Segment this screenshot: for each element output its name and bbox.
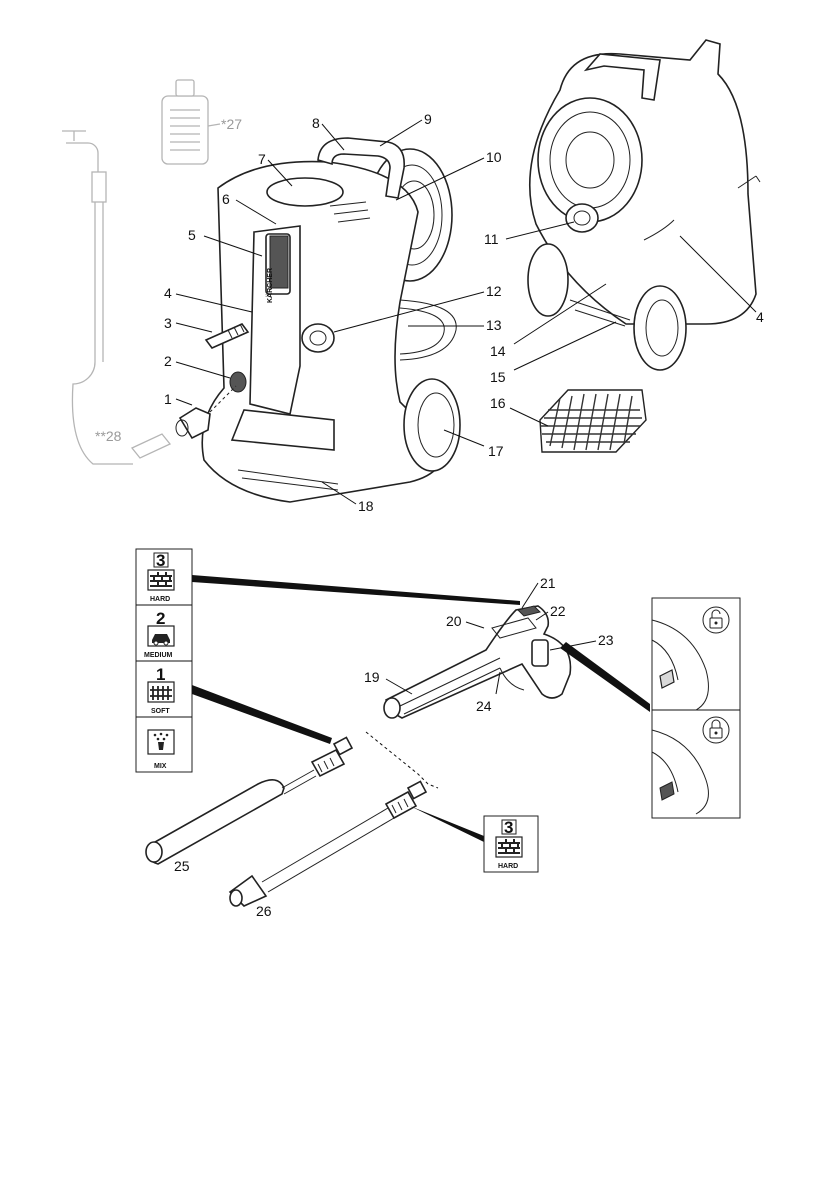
pressure-washer-rear <box>528 40 760 370</box>
svg-text:HARD: HARD <box>498 863 518 870</box>
callout-27: *27 <box>221 116 242 132</box>
svg-text:SOFT: SOFT <box>151 708 170 715</box>
water-tap-and-hose <box>62 131 170 464</box>
brand-logo-text: KÄRCHER <box>266 268 274 303</box>
callout-11: 11 <box>484 231 499 247</box>
svg-text:HARD: HARD <box>150 596 170 603</box>
pointer-wedge-hard <box>192 575 520 605</box>
pointer-wedge-nozzle <box>410 806 484 842</box>
callout-5: 5 <box>188 227 196 243</box>
callout-8: 8 <box>312 115 320 131</box>
callout-3: 3 <box>164 315 172 331</box>
fence-icon <box>148 682 174 702</box>
callout-10: 10 <box>486 149 502 165</box>
detergent-spray-icon <box>148 730 174 754</box>
callout-15: 15 <box>490 369 506 385</box>
callout-16: 16 <box>490 395 506 411</box>
callout-12: 12 <box>486 283 502 299</box>
callout-24: 24 <box>476 698 492 714</box>
callout-9: 9 <box>424 111 432 127</box>
callout-26: 26 <box>256 903 272 919</box>
callout-19: 19 <box>364 669 380 685</box>
callout-23: 23 <box>598 632 614 648</box>
trigger-lock-panels <box>652 598 740 818</box>
svg-text:3: 3 <box>504 818 513 837</box>
callout-25: 25 <box>174 858 190 874</box>
pointer-wedge-soft <box>192 685 332 744</box>
svg-text:2: 2 <box>156 609 165 628</box>
callout-17: 17 <box>488 443 504 459</box>
pointer-wedge-lock <box>560 642 650 712</box>
lock-closed-icon <box>703 717 729 743</box>
lock-open-icon <box>703 607 729 633</box>
svg-text:MIX: MIX <box>154 763 167 770</box>
callout-21: 21 <box>540 575 556 591</box>
callout-18: 18 <box>358 498 374 514</box>
callout-4: 4 <box>164 285 172 301</box>
callout-28: **28 <box>95 428 122 444</box>
callout-7: 7 <box>258 151 266 167</box>
nozzle-hard-badge: 3 HARD <box>484 816 538 872</box>
callout-22: 22 <box>550 603 566 619</box>
brick-wall-icon <box>148 570 174 590</box>
callout-14: 14 <box>490 343 506 359</box>
callout-2: 2 <box>164 353 172 369</box>
callout-13: 13 <box>486 317 502 333</box>
car-icon <box>148 626 174 646</box>
callout-6: 6 <box>222 191 230 207</box>
svg-text:1: 1 <box>156 665 165 684</box>
brick-wall-icon <box>496 837 522 857</box>
mode-selector-badges: 3 HARD 2 MEDIUM 1 SOFT <box>136 549 192 772</box>
callout-1: 1 <box>164 391 172 407</box>
filter-mesh-part <box>510 390 646 452</box>
dashed-connection <box>366 732 438 788</box>
callout-20: 20 <box>446 613 462 629</box>
pressure-washer-front <box>202 138 460 502</box>
callout-4-rear: 4 <box>756 309 764 325</box>
svg-text:3: 3 <box>156 551 165 570</box>
detergent-bottle <box>162 80 220 164</box>
svg-text:MEDIUM: MEDIUM <box>144 652 173 659</box>
